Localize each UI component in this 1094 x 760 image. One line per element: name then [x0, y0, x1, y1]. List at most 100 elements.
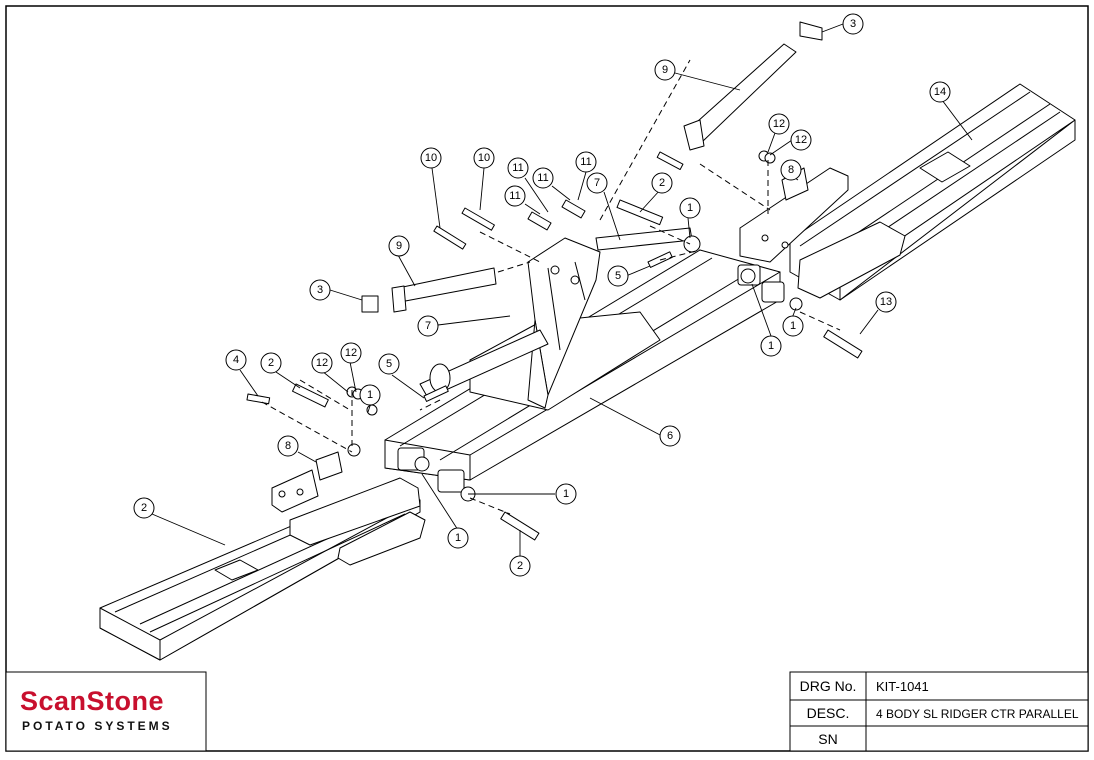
item-balloon: 1: [679, 197, 701, 219]
diagonal-stay: [419, 227, 693, 399]
item-balloon: 8: [780, 159, 802, 181]
balloon-number: 2: [141, 502, 147, 514]
exploded-assembly-drawing: [99, 21, 1076, 661]
item-balloon: 7: [586, 172, 608, 194]
headstock-tower: [469, 237, 661, 411]
balloon-circle: [359, 384, 381, 406]
balloon-number: 1: [687, 202, 693, 214]
item-balloon: 2: [133, 497, 155, 519]
item-balloon: 11: [504, 185, 526, 207]
item-balloon: 14: [929, 81, 951, 103]
balloon-number: 1: [790, 320, 796, 332]
item-balloon: 10: [420, 147, 442, 169]
balloon-circle: [780, 159, 802, 181]
balloon-circle: [507, 157, 529, 179]
description-value: 4 BODY SL RIDGER CTR PARALLEL: [876, 707, 1079, 721]
balloon-number: 2: [268, 357, 274, 369]
balloon-number: 5: [386, 358, 392, 370]
item-balloon: 1: [359, 384, 381, 406]
item-balloon: 12: [790, 129, 812, 151]
balloon-number: 9: [662, 64, 668, 76]
item-balloon: 11: [532, 167, 554, 189]
balloon-circle: [277, 435, 299, 457]
balloon-number: 11: [512, 162, 523, 174]
item-balloon: 9: [388, 235, 410, 257]
item-balloon: 1: [782, 315, 804, 337]
balloon-circle: [340, 342, 362, 364]
balloon-circle: [586, 172, 608, 194]
balloon-circle: [388, 235, 410, 257]
balloon-number: 2: [517, 560, 523, 572]
balloon-circle: [575, 151, 597, 173]
balloon-number: 10: [425, 152, 437, 164]
balloon-circle: [782, 315, 804, 337]
balloon-circle: [420, 147, 442, 169]
balloon-circle: [225, 349, 247, 371]
balloon-number: 11: [580, 156, 591, 168]
balloon-circle: [417, 315, 439, 337]
balloon-number: 12: [316, 357, 328, 369]
balloon-number: 6: [667, 430, 673, 442]
centre-lines: [261, 59, 841, 515]
balloon-number: 3: [850, 18, 856, 30]
left-outer-rail: [99, 469, 426, 661]
balloon-number: 1: [367, 389, 373, 401]
balloon-circle: [929, 81, 951, 103]
item-balloon: 1: [555, 483, 577, 505]
item-balloon: 3: [309, 279, 331, 301]
serial-number-label: SN: [818, 731, 837, 747]
logo-brand: ScanStone: [20, 686, 164, 716]
balloon-number: 7: [594, 177, 600, 189]
balloon-circle: [760, 335, 782, 357]
item-balloon: 2: [509, 555, 531, 577]
pins: [246, 151, 863, 541]
item-balloon: 10: [473, 147, 495, 169]
balloon-circle: [447, 527, 469, 549]
item-balloon: 11: [507, 157, 529, 179]
balloon-circle: [659, 425, 681, 447]
item-balloon: 11: [575, 151, 597, 173]
balloon-circle: [768, 113, 790, 135]
item-balloon: 13: [875, 291, 897, 313]
drawing-number-label: DRG No.: [800, 678, 857, 694]
item-balloon: 12: [311, 352, 333, 374]
item-balloon: 12: [340, 342, 362, 364]
balloon-circle: [473, 147, 495, 169]
balloon-circle: [555, 483, 577, 505]
balloon-circle: [309, 279, 331, 301]
item-balloon: 12: [768, 113, 790, 135]
description-label: DESC.: [807, 705, 850, 721]
balloon-circle: [509, 555, 531, 577]
balloon-circle: [260, 352, 282, 374]
balloon-number: 13: [880, 296, 892, 308]
logo-tagline: POTATO SYSTEMS: [22, 719, 173, 733]
balloon-circle: [133, 497, 155, 519]
balloon-circle: [504, 185, 526, 207]
leader-lines: [151, 23, 973, 556]
balloon-number: 2: [659, 177, 665, 189]
balloon-number: 12: [773, 118, 785, 130]
balloon-number: 10: [478, 152, 490, 164]
balloon-circle: [679, 197, 701, 219]
item-balloon: 2: [260, 352, 282, 374]
item-balloon: 9: [654, 59, 676, 81]
item-balloon: 5: [607, 265, 629, 287]
item-balloon: 1: [760, 335, 782, 357]
bushes: [346, 150, 803, 502]
balloon-number: 4: [233, 354, 239, 366]
balloon-number: 12: [795, 134, 807, 146]
logo-block: ScanStone POTATO SYSTEMS: [5, 671, 207, 752]
right-outer-rail: [739, 83, 1076, 301]
balloon-circle: [651, 172, 673, 194]
item-balloon: 2: [651, 172, 673, 194]
item-balloon: 7: [417, 315, 439, 337]
balloon-circle: [532, 167, 554, 189]
top-link-upper: [683, 21, 823, 151]
balloon-number: 3: [317, 284, 323, 296]
item-balloon: 1: [447, 527, 469, 549]
balloon-number: 1: [455, 532, 461, 544]
drawing-number-value: KIT-1041: [876, 679, 929, 694]
balloon-circle: [607, 265, 629, 287]
item-balloon: 8: [277, 435, 299, 457]
